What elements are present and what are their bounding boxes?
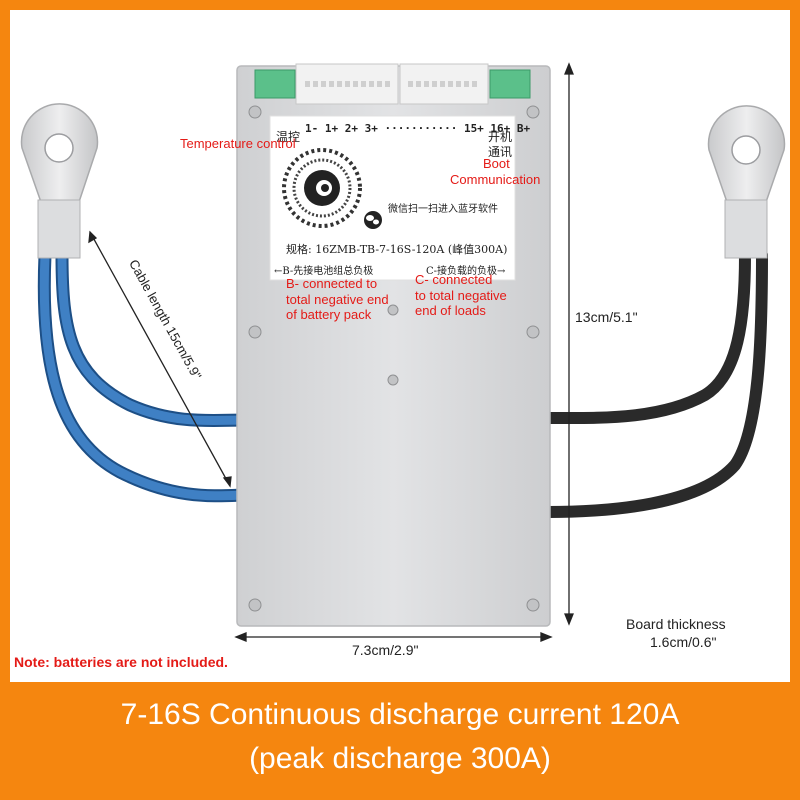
board-thickness-value: 1.6cm/0.6" (650, 634, 717, 650)
b-minus-annotation: B- connected to total negative end of ba… (286, 276, 389, 323)
spec-label: 规格: 16ZMB-TB-7-16S-120A (峰值300A) (286, 243, 508, 256)
right-lug-hole (731, 135, 761, 165)
width-dimension-label: 7.3cm/2.9" (352, 642, 419, 658)
black-cable-lower (542, 249, 768, 518)
black-cable-upper (542, 249, 751, 425)
right-ring-terminal (707, 105, 786, 259)
blue-cable-upper-core (57, 250, 250, 426)
cable-length-arrow (88, 230, 232, 488)
right-lug-sleeve (724, 199, 768, 259)
batteries-note: Note: batteries are not included. (14, 654, 228, 670)
caption-line-1: 7-16S Continuous discharge current 120A (120, 698, 680, 731)
b-minus-annotation-line: total negative end (286, 291, 389, 307)
left-lug-hole (44, 133, 74, 163)
left-ring-terminal (20, 103, 99, 259)
screw-top-left (248, 105, 262, 119)
black-cable-group (542, 249, 768, 518)
scan-label-cn: 微信扫一扫进入蓝牙软件 (388, 204, 498, 215)
screw-mid-right (526, 325, 540, 339)
c-minus-annotation: C- connected to total negative end of lo… (415, 272, 507, 319)
communication-annotation: Communication (450, 172, 541, 187)
height-dimension-arrow (564, 62, 574, 626)
blue-cable-lower-core (39, 250, 250, 501)
boot-annotation: Boot (483, 156, 510, 171)
b-minus-annotation-line: of battery pack (286, 307, 372, 322)
b-minus-annotation-line: B- connected to (286, 276, 378, 291)
temp-label-cn: 温控 (276, 130, 301, 144)
screw-bottom-left (248, 598, 262, 612)
c-minus-annotation-line: end of loads (415, 303, 486, 318)
green-connector-right (489, 69, 531, 99)
qr-ring-outer (282, 148, 362, 228)
c-minus-annotation-line: C- connected (415, 272, 493, 287)
screw-bottom-right (526, 598, 540, 612)
screw-center-bottom (387, 374, 399, 386)
board-thickness-title: Board thickness (626, 616, 726, 632)
caption-line-2: (peak discharge 300A) (249, 742, 551, 775)
width-dimension-arrow (234, 632, 553, 642)
green-connector-left (254, 69, 296, 99)
comm-label-cn: 通讯 (488, 145, 513, 159)
c-minus-label-cn: C-接负载的负极→ (426, 266, 506, 277)
blue-cable-group (37, 248, 252, 503)
app-qr-code (282, 147, 362, 229)
left-lug-sleeve (37, 199, 81, 259)
qr-center-dot (321, 184, 329, 192)
wechat-icon (364, 211, 382, 229)
b-minus-label-cn: ←B-先接电池组总负极 (274, 266, 374, 277)
screws (248, 105, 540, 612)
blue-cable-upper (55, 248, 252, 428)
boot-label-cn: 开机 (488, 130, 513, 144)
screw-center-top (387, 304, 399, 316)
screw-top-right (526, 105, 540, 119)
screw-mid-left (248, 325, 262, 339)
c-minus-annotation-line: to total negative (415, 287, 507, 303)
pin-row-label: 1- 1+ 2+ 3+ ··········· 15+ 16+ B+ (305, 122, 531, 135)
qr-ring-inner (292, 158, 352, 218)
temperature-control-annotation: Temperature control (180, 136, 296, 151)
connector-strip (254, 63, 531, 105)
height-dimension-label: 13cm/5.1" (575, 309, 638, 325)
